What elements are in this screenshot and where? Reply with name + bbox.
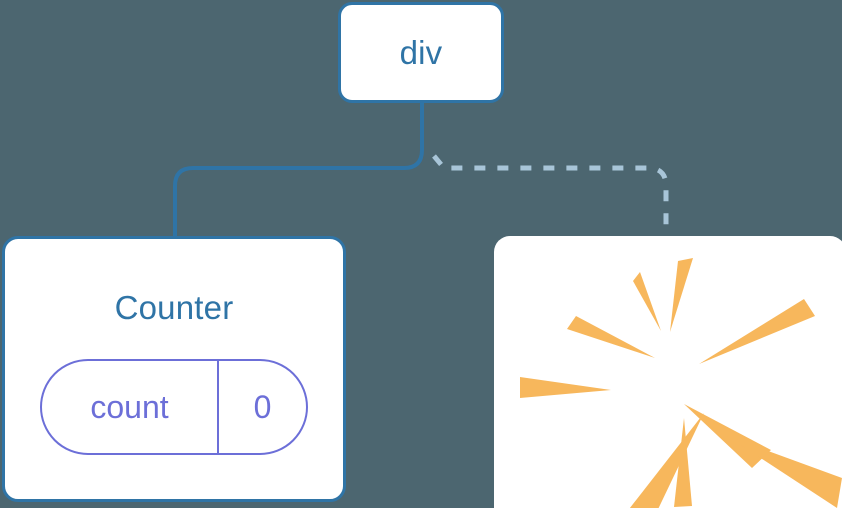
state-value-label: 0 (217, 361, 306, 453)
node-counter[interactable]: Counter count 0 (2, 236, 346, 502)
edge-root-to-counter (173, 100, 424, 240)
state-key-label: count (90, 388, 169, 425)
node-highlight[interactable] (494, 236, 842, 508)
sparkle-burst-icon (520, 258, 842, 508)
node-div-label: div (399, 33, 443, 71)
edge-root-to-highlight (432, 154, 669, 238)
state-pill-count[interactable]: count 0 (40, 359, 308, 455)
node-counter-label: Counter (114, 289, 234, 326)
node-div[interactable]: div (338, 2, 504, 103)
